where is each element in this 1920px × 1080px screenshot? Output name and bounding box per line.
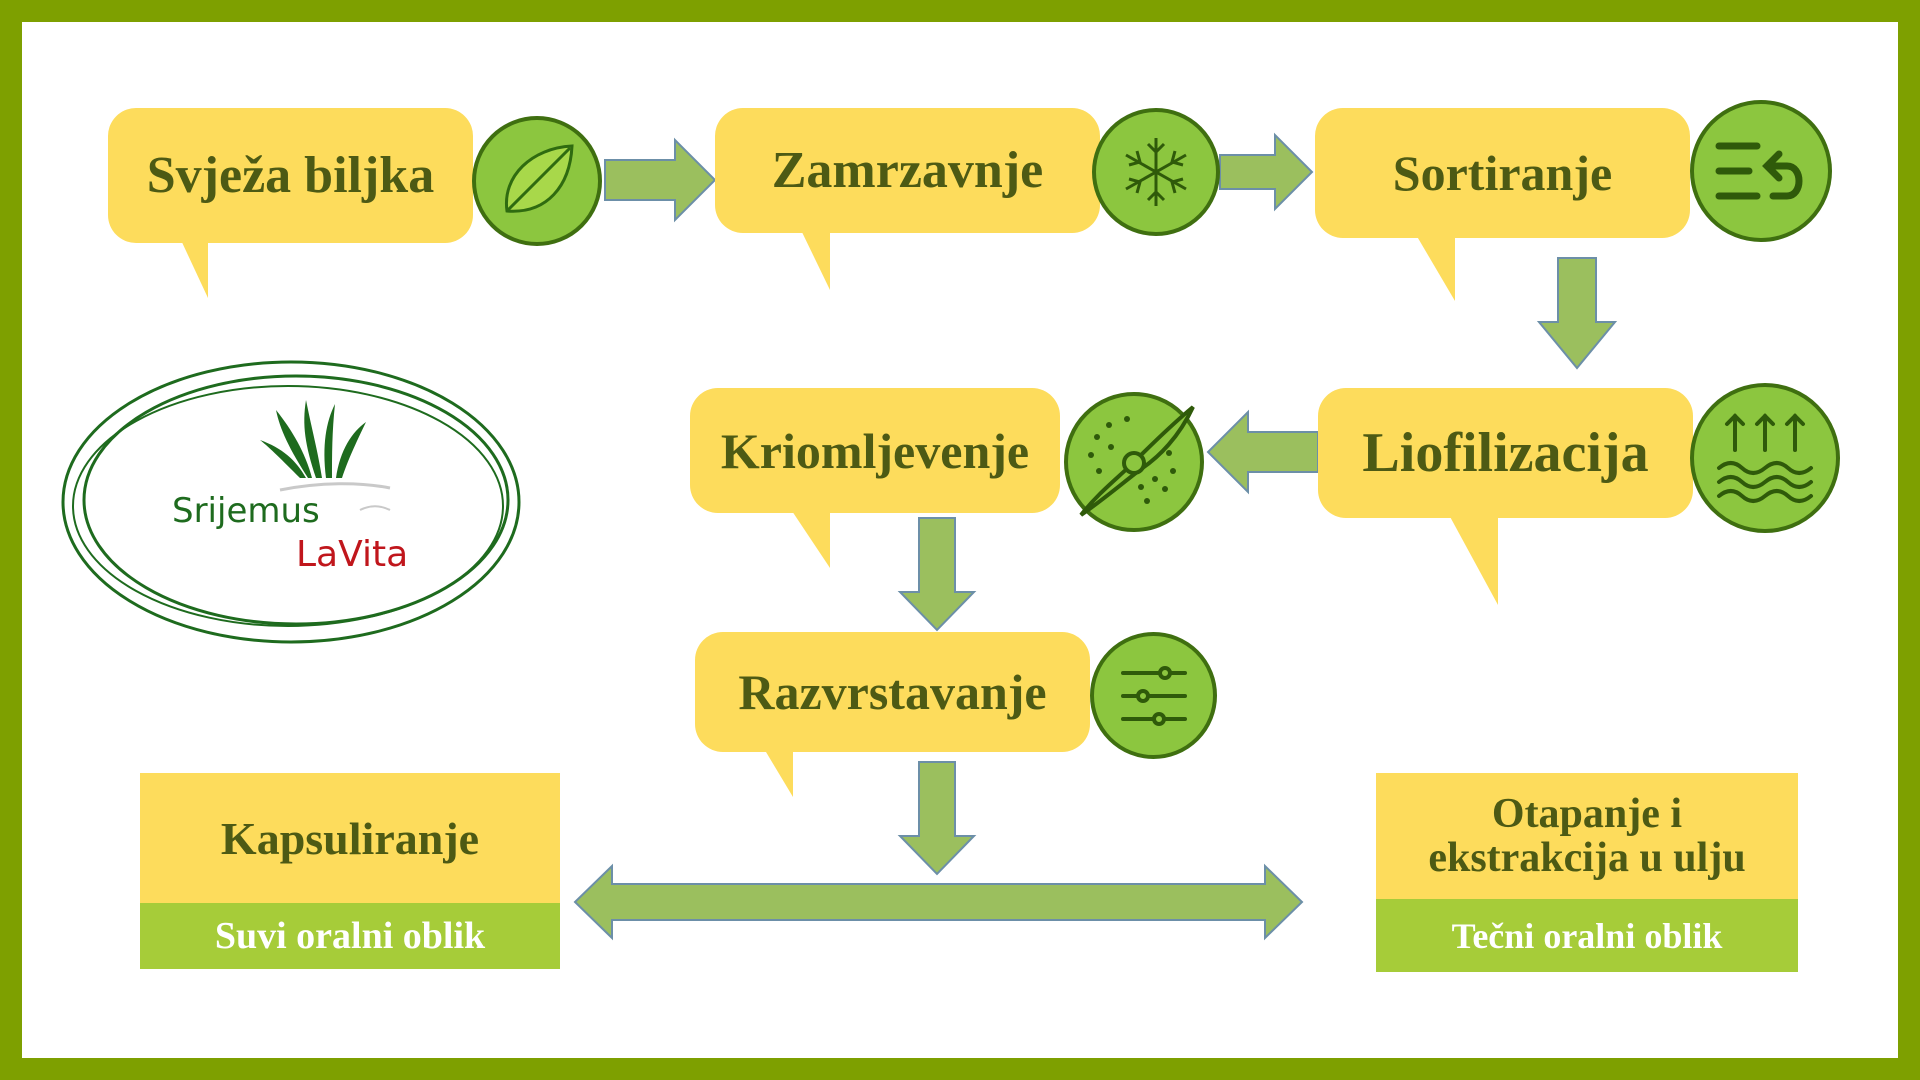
snowflake-icon [1092, 108, 1220, 236]
logo-text-lavita: LaVita [296, 534, 408, 575]
step-classification: Razvrstavanje [695, 632, 1090, 797]
sort-return-icon [1690, 100, 1832, 242]
bubble-tail [1448, 513, 1498, 605]
output-subtitle: Suvi oralni oblik [140, 903, 560, 969]
step-label: Kriomljevenje [690, 388, 1060, 513]
bubble-tail [1415, 233, 1455, 301]
bubble-tail [180, 238, 208, 298]
mill-blade-icon [1064, 392, 1204, 532]
output-title-line2: ekstrakcija u ulju [1428, 835, 1746, 881]
output-title: Kapsuliranje [140, 773, 560, 903]
output-oil-extraction: Otapanje i ekstrakcija u ulju Tečni oral… [1376, 773, 1798, 972]
arrow-mill-to-sorting [897, 517, 977, 632]
step-lyophilization: Liofilizacija [1318, 388, 1693, 605]
arrow-sorting-to-outputs [897, 761, 977, 876]
step-label: Sortiranje [1315, 108, 1690, 238]
output-subtitle: Tečni oralni oblik [1376, 899, 1798, 972]
step-fresh-plant: Svježa biljka [108, 108, 473, 298]
step-label: Liofilizacija [1318, 388, 1693, 518]
arrow-fresh-to-freeze [604, 137, 717, 223]
output-capsules: Kapsuliranje Suvi oralni oblik [140, 773, 560, 969]
double-arrow-outputs [573, 863, 1304, 941]
logo-text-srijemus: Srijemus [172, 491, 320, 531]
step-label: Razvrstavanje [695, 632, 1090, 752]
step-cryomilling: Kriomljevenje [690, 388, 1060, 568]
evaporation-icon [1690, 383, 1840, 533]
arrow-lyo-to-mill [1206, 409, 1319, 495]
arrow-sort-to-lyo [1536, 257, 1618, 370]
step-label: Svježa biljka [108, 108, 473, 243]
output-title: Otapanje i ekstrakcija u ulju [1376, 773, 1798, 899]
grass-icon [260, 400, 366, 478]
bubble-tail [790, 508, 830, 568]
brand-logo: Srijemus LaVita [60, 360, 522, 645]
bubble-tail [800, 228, 830, 290]
arrow-freeze-to-sort [1219, 132, 1314, 212]
step-freezing: Zamrzavnje [715, 108, 1100, 290]
bubble-tail [763, 747, 793, 797]
output-title-line1: Otapanje i [1491, 791, 1683, 837]
leaf-icon [472, 116, 602, 246]
step-sorting: Sortiranje [1315, 108, 1690, 301]
step-label: Zamrzavnje [715, 108, 1100, 233]
sliders-icon [1090, 632, 1217, 759]
